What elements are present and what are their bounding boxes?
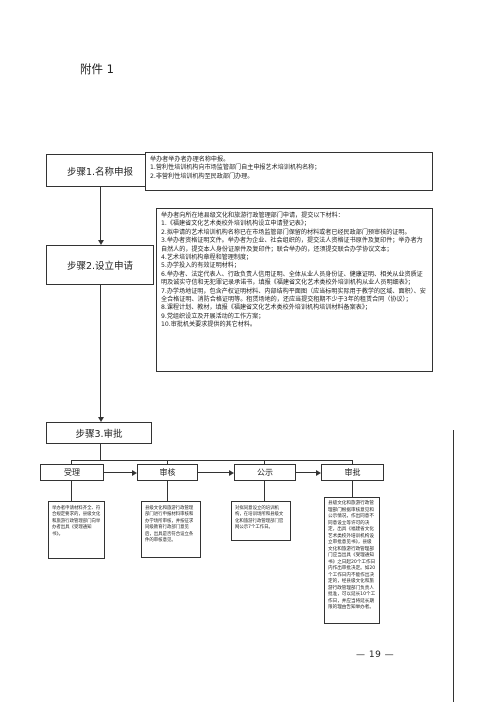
stage-review-description: 县级文化和旅游行政管理部门进行申报材料审核和办学场所审核，并按征求同级教育行政部… <box>141 501 201 558</box>
stage-publicity-description: 对拟同意设立的培训机构，在培训场所和县级文化和旅游行政管理部门官网公示7个工作日… <box>231 501 291 541</box>
connector <box>198 472 232 473</box>
step-1-line: 举办者举办者办理名称申报。 <box>150 156 230 163</box>
stage-approval-label: 审批 <box>344 468 361 477</box>
stage-publicity: 公示 <box>234 464 296 481</box>
stage-review: 审核 <box>137 464 198 481</box>
step-2-label: 步骤2.设立申请 <box>66 261 134 272</box>
connector <box>352 481 353 497</box>
connector <box>296 472 319 473</box>
attachment-label: 附件 1 <box>80 62 114 76</box>
connector-step2-step3 <box>100 285 101 419</box>
step-2-line: 举办者向所在地县级文化和旅游行政管理部门申请，提交以下材料： <box>161 212 344 219</box>
step-1-box: 步骤1.名称申报 <box>46 154 154 187</box>
margin-line <box>453 430 454 702</box>
connector <box>167 460 168 464</box>
stage-publicity-label: 公示 <box>257 468 273 477</box>
stages-bracket <box>71 460 352 461</box>
step-2-line: 1.《福建省文化艺术类校外培训机构设立申请登记表》； <box>161 220 311 228</box>
step-2-line: 2.拟申请的艺术培训机构名称已在市场监管部门保留的材料或者已经民政部门预审核的证… <box>161 228 411 236</box>
arrow-right-icon <box>229 469 234 476</box>
arrow-down-icon <box>97 240 104 245</box>
connector <box>264 460 265 464</box>
step-2-line: 9.党组织设立及开展活动的工作方案； <box>161 312 265 320</box>
step-2-line: 3.举办者资格证明文件。举办者为企业、社会组织的，提交法人资格证书原件及复印件；… <box>161 237 423 253</box>
arrow-right-icon <box>316 469 321 476</box>
step-2-line: 10.审批机关要求提供的其它材料。 <box>161 321 257 329</box>
step-2-line: 8.课程计划、教材，填报《福建省文化艺术类校外培训机构培训材料备案表》； <box>161 304 371 312</box>
step-2-line: 4.艺术培训机构章程和管理制度； <box>161 254 253 262</box>
stage-accept-label: 受理 <box>64 468 80 477</box>
page-number: — 19 — <box>356 650 395 660</box>
stage-accept: 受理 <box>40 464 104 481</box>
connector <box>352 460 353 464</box>
step-3-label: 步骤3.审批 <box>75 429 123 440</box>
step-2-line: 7.办学场地证明，包含产权证明材料、内部结构平面图（应当标明实际用于教学的区域、… <box>161 287 426 304</box>
step-1-label: 步骤1.名称申报 <box>66 166 134 178</box>
step-2-line: 6.举办者、法定代表人、行政负责人信用证明、全体从业人员身份证、健康证明、相关从… <box>161 270 423 287</box>
stage-approval: 审批 <box>321 464 384 481</box>
step-2-line: 5.办学投入的有效证明材料； <box>161 262 240 270</box>
connector <box>264 481 265 501</box>
stage-accept-description: 举办者申请材料齐全、符合规定要求的，县级文化和旅游行政管理部门向举办者出具《受理… <box>48 501 105 559</box>
connector-step3-stages <box>100 444 101 460</box>
connector <box>71 481 72 501</box>
stage-approval-description: 县级文化和旅游行政管理部门根据审核意见和公示情况，作出同意不同意设立等许可的决定… <box>324 497 380 624</box>
arrow-down-icon <box>97 417 104 422</box>
connector-step1-step2 <box>100 187 101 243</box>
connector <box>71 460 72 464</box>
step-2-description: 举办者向所在地县级文化和旅游行政管理部门申请，提交以下材料： 1.《福建省文化艺… <box>156 208 433 372</box>
connector <box>167 481 168 501</box>
connector <box>104 472 135 473</box>
arrow-right-icon <box>132 469 137 476</box>
step-1-line: 2.非营利性培训机构至民政部门办理。 <box>150 172 254 180</box>
step-3-box: 步骤3.审批 <box>46 422 152 444</box>
step-2-box: 步骤2.设立申请 <box>46 245 154 285</box>
step-1-description: 举办者举办者办理名称申报。 1.营利性培训机构向市场监管部门自主申报艺术培训机构… <box>145 152 433 191</box>
stage-review-label: 审核 <box>159 468 176 477</box>
step-1-line: 1.营利性培训机构向市场监管部门自主申报艺术培训机构名称； <box>150 164 321 172</box>
